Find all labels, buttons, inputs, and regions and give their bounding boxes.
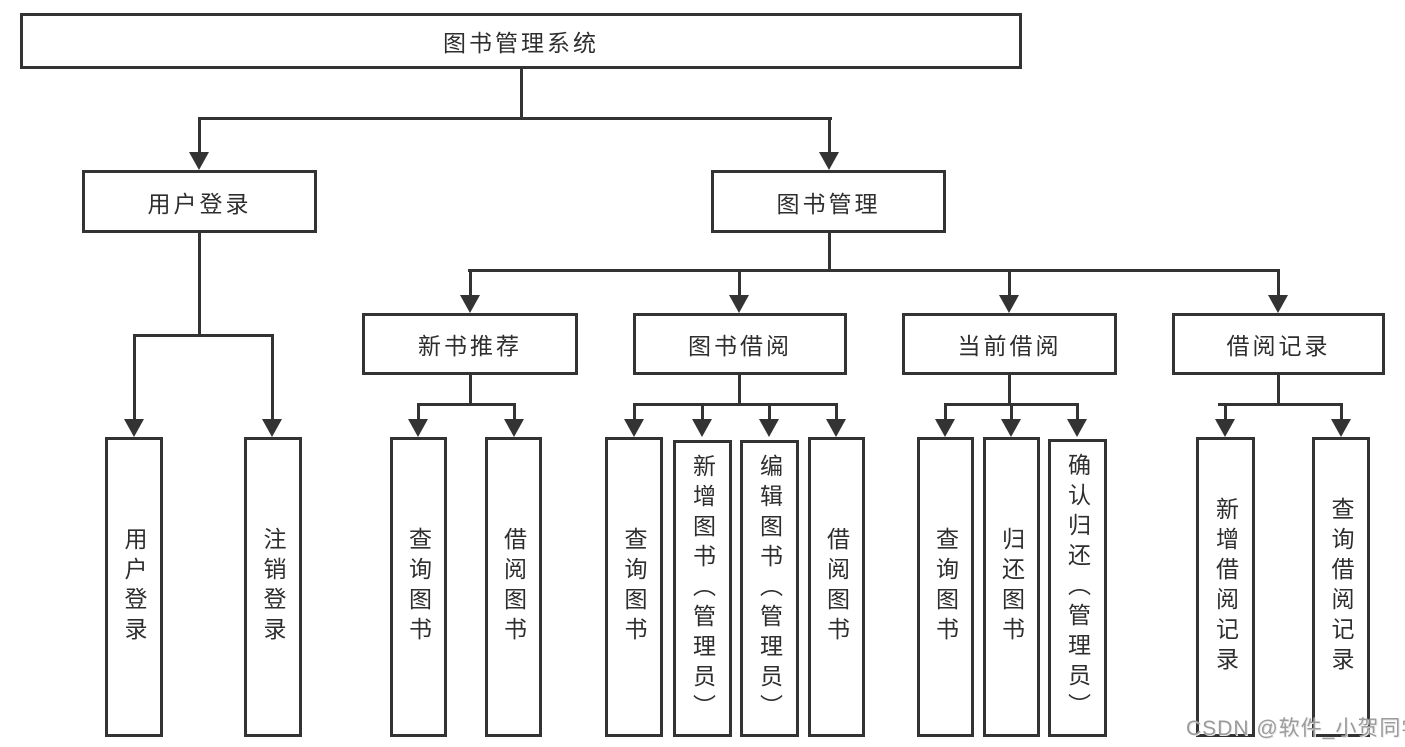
leaf-logout: 注销登录 xyxy=(244,437,302,737)
connector-line xyxy=(1010,403,1013,421)
leaf-borrow-books-recommend: 借阅图书 xyxy=(485,437,542,737)
leaf-user-login-label: 用户登录 xyxy=(121,527,147,647)
leaf-add-borrow-record-label: 新增借阅记录 xyxy=(1212,497,1239,677)
leaf-query-books-recommend-label: 查询图书 xyxy=(405,527,432,647)
arrowhead-down-icon xyxy=(759,419,779,437)
connector-line xyxy=(1277,375,1280,406)
node-book-borrow: 图书借阅 xyxy=(633,313,847,375)
leaf-borrow-books-recommend-label: 借阅图书 xyxy=(500,527,527,647)
connector-line xyxy=(633,403,636,421)
arrowhead-down-icon xyxy=(692,419,712,437)
node-current-borrow-label: 当前借阅 xyxy=(957,333,1062,359)
connector-line xyxy=(1277,269,1280,297)
leaf-query-books-current: 查询图书 xyxy=(917,437,974,737)
connector-line xyxy=(1224,403,1227,421)
connector-line xyxy=(513,403,516,421)
connector-line xyxy=(198,117,201,154)
leaf-query-books-borrow-label: 查询图书 xyxy=(621,527,647,647)
leaf-borrow-books: 借阅图书 xyxy=(808,437,865,737)
connector-line xyxy=(1008,269,1011,297)
connector-line xyxy=(738,269,741,297)
node-borrow-records-label: 借阅记录 xyxy=(1226,333,1331,359)
node-book-management-label: 图书管理 xyxy=(776,190,881,217)
node-root-label: 图书管理系统 xyxy=(443,30,599,56)
arrowhead-down-icon xyxy=(1215,419,1235,437)
leaf-query-books-recommend: 查询图书 xyxy=(390,437,447,737)
leaf-query-books-borrow: 查询图书 xyxy=(605,437,663,737)
watermark: CSDN @软件_小贺同学 xyxy=(1186,717,1405,740)
connector-line xyxy=(417,403,516,406)
connector-line xyxy=(944,403,947,421)
leaf-add-book-admin-label: 新增图书（管理员） xyxy=(689,453,716,724)
arrowhead-down-icon xyxy=(826,419,846,437)
connector-line xyxy=(738,375,741,406)
connector-line xyxy=(133,334,274,337)
connector-line xyxy=(1340,403,1343,421)
connector-line xyxy=(701,403,704,421)
connector-line xyxy=(417,403,420,421)
connector-line xyxy=(1008,375,1011,406)
arrowhead-down-icon xyxy=(1331,419,1351,437)
leaf-query-books-current-label: 查询图书 xyxy=(932,527,959,647)
connector-line xyxy=(271,334,274,422)
arrowhead-down-icon xyxy=(408,419,428,437)
arrowhead-down-icon xyxy=(504,419,524,437)
arrowhead-down-icon xyxy=(1001,419,1021,437)
arrowhead-down-icon xyxy=(1268,295,1288,313)
node-new-book-recommend-label: 新书推荐 xyxy=(418,333,522,359)
connector-line xyxy=(469,375,472,406)
leaf-borrow-books-label: 借阅图书 xyxy=(823,527,850,647)
leaf-logout-label: 注销登录 xyxy=(260,527,286,647)
leaf-add-borrow-record: 新增借阅记录 xyxy=(1196,437,1255,737)
connector-line xyxy=(828,117,831,154)
arrowhead-down-icon xyxy=(999,295,1019,313)
connector-line xyxy=(520,69,523,119)
node-root: 图书管理系统 xyxy=(20,13,1022,69)
connector-line xyxy=(198,117,832,120)
leaf-edit-book-admin: 编辑图书（管理员） xyxy=(740,440,799,737)
leaf-query-borrow-record-label: 查询借阅记录 xyxy=(1328,497,1354,677)
leaf-user-login: 用户登录 xyxy=(105,437,163,737)
arrowhead-down-icon xyxy=(729,295,749,313)
connector-line xyxy=(1218,403,1343,406)
leaf-add-book-admin: 新增图书（管理员） xyxy=(673,440,732,737)
connector-line xyxy=(633,403,838,406)
connector-line xyxy=(835,403,838,421)
arrowhead-down-icon xyxy=(189,152,209,170)
node-borrow-records: 借阅记录 xyxy=(1172,313,1385,375)
connector-line xyxy=(468,269,1280,272)
node-book-borrow-label: 图书借阅 xyxy=(688,333,792,359)
arrowhead-down-icon xyxy=(819,152,839,170)
arrowhead-down-icon xyxy=(262,419,282,437)
connector-line xyxy=(768,403,771,421)
arrowhead-down-icon xyxy=(624,419,644,437)
node-user-login: 用户登录 xyxy=(82,170,317,233)
leaf-confirm-return-admin-label: 确认归还（管理员） xyxy=(1064,453,1091,723)
leaf-return-book-label: 归还图书 xyxy=(998,527,1025,647)
leaf-return-book: 归还图书 xyxy=(983,437,1040,737)
arrowhead-down-icon xyxy=(124,419,144,437)
node-new-book-recommend: 新书推荐 xyxy=(362,313,578,375)
connector-line xyxy=(828,233,831,272)
node-book-management: 图书管理 xyxy=(711,170,946,233)
node-user-login-label: 用户登录 xyxy=(147,190,252,217)
connector-line xyxy=(198,233,201,337)
connector-line xyxy=(133,334,136,422)
arrowhead-down-icon xyxy=(460,295,480,313)
leaf-confirm-return-admin: 确认归还（管理员） xyxy=(1048,439,1107,737)
node-current-borrow: 当前借阅 xyxy=(902,313,1117,375)
leaf-query-borrow-record: 查询借阅记录 xyxy=(1312,437,1370,737)
arrowhead-down-icon xyxy=(1067,419,1087,437)
connector-line xyxy=(469,269,472,297)
arrowhead-down-icon xyxy=(935,419,955,437)
connector-line xyxy=(1076,403,1079,421)
leaf-edit-book-admin-label: 编辑图书（管理员） xyxy=(756,453,783,724)
